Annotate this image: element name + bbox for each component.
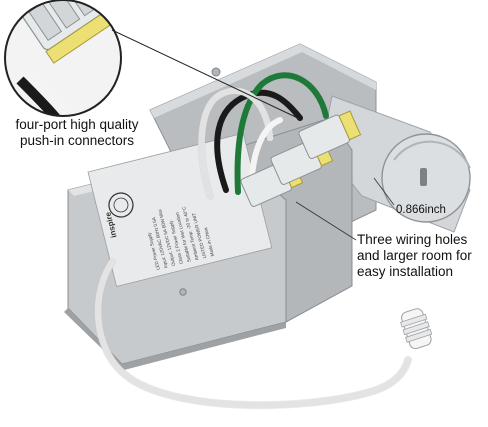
waterproof-connector	[400, 308, 433, 350]
connector-zoom-inset	[4, 0, 303, 121]
certification-logo	[108, 192, 134, 218]
callout-line: four-port high quality	[15, 117, 139, 132]
product-label: inspire LED Power Supply Input: 120VAC 6…	[87, 132, 273, 287]
wiring-holes-callout: Three wiring holes and larger room for e…	[357, 232, 472, 280]
output-cable	[94, 258, 433, 410]
callout-line: and larger room for	[357, 248, 472, 263]
connectors-callout: four-port high quality push-in connector…	[2, 117, 152, 149]
hole-diameter-callout: 0.866inch	[396, 204, 446, 216]
callout-line: easy installation	[357, 264, 454, 279]
wiring-holes-leader	[295, 201, 357, 241]
push-in-connectors	[240, 110, 362, 207]
callout-line: Three wiring holes	[357, 232, 468, 247]
callout-line: push-in connectors	[19, 133, 135, 148]
knockout-tab	[321, 95, 471, 233]
zoom-connector-line	[111, 29, 303, 121]
dimension-leader	[373, 177, 395, 206]
